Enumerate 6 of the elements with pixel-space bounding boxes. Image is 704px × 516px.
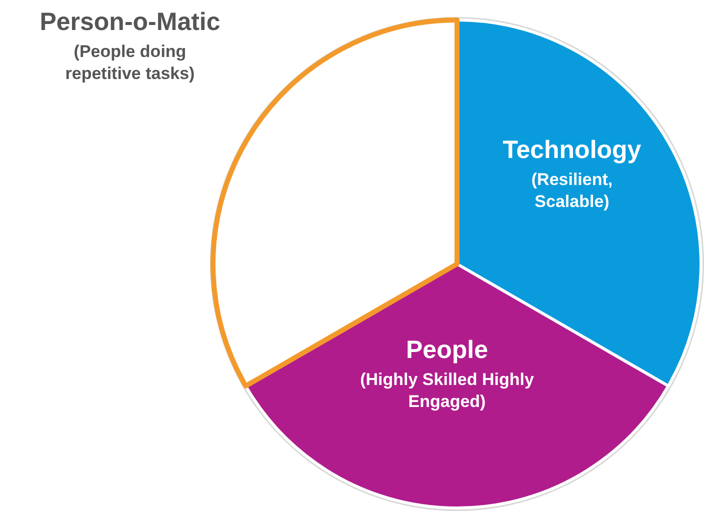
slice-title: People (406, 336, 488, 365)
slice-description: (Resilient, Scalable) (530, 169, 614, 213)
slice-title: Technology (502, 136, 642, 165)
slice-description: (Highly Skilled Highly Engaged) (359, 369, 535, 413)
slice-title: Person-o-Matic (40, 8, 220, 37)
slice-description: (People doing repetitive tasks) (64, 41, 196, 85)
